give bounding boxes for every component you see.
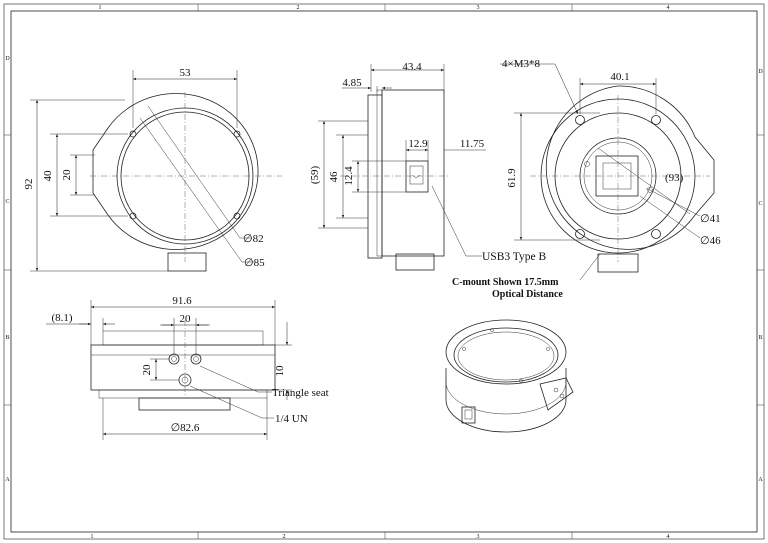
bottom-dim-91-6: 91.6 [172, 295, 192, 307]
row-label-c-right: C [758, 201, 762, 207]
isometric-view [445, 319, 574, 433]
bottom-dim-20-horizontal: 20 [180, 313, 192, 325]
side-dim-4-85: 4.85 [342, 77, 362, 89]
side-dim-59: (59) [309, 166, 321, 185]
usb3-type-b-label: USB3 Type B [482, 251, 546, 263]
col-label-4-bottom: 4 [667, 534, 670, 540]
col-label-3-bottom: 3 [477, 534, 480, 540]
front-dia-82: ∅82 [243, 233, 264, 245]
quarter-un-label: 1/4 UN [275, 413, 308, 425]
front-dia-85: ∅85 [244, 257, 265, 269]
bottom-dim-10: 10 [274, 365, 286, 377]
col-label-4-top: 4 [667, 5, 670, 11]
front-dim-92: 92 [23, 179, 35, 190]
side-dim-46: 46 [328, 171, 340, 183]
rear-dia-41: ∅41 [700, 213, 721, 225]
col-label-3-top: 3 [477, 5, 480, 11]
bottom-dim-8-1: (8.1) [51, 312, 72, 324]
cmount-label-line2: Optical Distance [492, 289, 563, 300]
cmount-label-line1: C-mount Shown 17.5mm [452, 277, 559, 288]
col-label-1-bottom: 1 [91, 534, 94, 540]
side-dim-43-4: 43.4 [402, 61, 422, 73]
row-label-d-left: D [5, 56, 10, 62]
side-dim-12-4: 12.4 [343, 166, 355, 186]
row-label-b-left: B [5, 335, 9, 341]
rear-screw-label: 4×M3*8 [502, 58, 540, 70]
row-label-a-left: A [5, 477, 10, 483]
bottom-dia-82-6: ∅82.6 [171, 422, 200, 434]
row-label-c-left: C [5, 199, 9, 205]
side-view: 43.4 4.85 12.9 11.75 (59) 46 12.4 USB3 T… [309, 61, 601, 300]
row-label-d-right: D [758, 69, 763, 75]
row-label-b-right: B [758, 335, 762, 341]
col-label-1-top: 1 [99, 5, 102, 11]
bottom-dim-20-vertical: 20 [141, 364, 153, 376]
side-dim-12-9: 12.9 [408, 138, 428, 150]
bottom-view: 91.6 (8.1) 20 20 10 ∅82.6 Triangle [46, 295, 329, 440]
front-view: 53 92 40 20 ∅82 ∅85 [23, 67, 282, 272]
col-label-2-top: 2 [297, 5, 300, 11]
front-dim-20: 20 [61, 169, 73, 181]
rear-dim-93: (93) [665, 172, 684, 184]
rear-dim-61-9: 61.9 [506, 168, 518, 188]
triangle-seat-label: Triangle seat [272, 387, 329, 399]
rear-dia-46: ∅46 [700, 235, 721, 247]
rear-dim-40-1: 40.1 [610, 71, 629, 83]
col-label-2-bottom: 2 [283, 534, 286, 540]
drawing-frame: 1 2 3 4 1 2 3 4 D C B A D C B A [3, 3, 765, 540]
front-dim-40: 40 [42, 170, 54, 182]
side-dim-11-75: 11.75 [460, 138, 485, 150]
front-dim-53: 53 [180, 67, 192, 79]
row-label-a-right: A [758, 477, 763, 483]
rear-view: 4×M3*8 40.1 61.9 (93) ∅41 ∅46 [500, 58, 721, 273]
